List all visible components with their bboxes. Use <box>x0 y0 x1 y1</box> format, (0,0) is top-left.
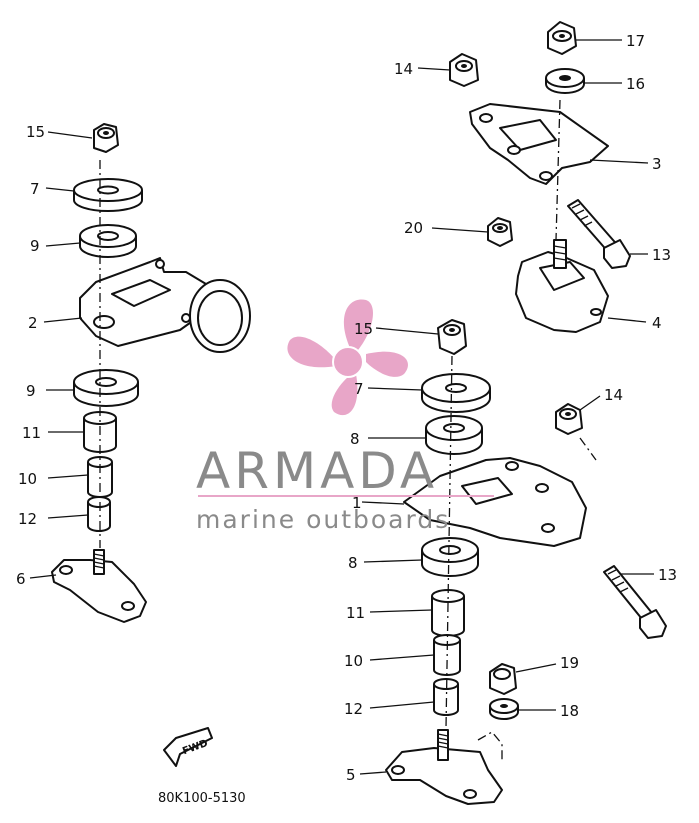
callout-15-left: 15 <box>26 123 45 141</box>
callout-17: 17 <box>626 32 645 50</box>
callout-8-upper: 8 <box>350 430 360 448</box>
callout-16: 16 <box>626 75 645 93</box>
callout-15-center: 15 <box>354 320 373 338</box>
fwd-arrow: FWD <box>163 727 213 767</box>
watermark-tagline: marine outboards <box>196 505 450 534</box>
callout-9-lower: 9 <box>26 382 36 400</box>
upper-right-mount-assembly <box>417 21 649 333</box>
part-nut-20 <box>487 217 513 247</box>
callout-14-upper: 14 <box>394 60 413 78</box>
callout-10-right: 10 <box>344 652 363 670</box>
part-code: 80K100-5130 <box>158 791 246 806</box>
part-plate-5 <box>385 729 503 805</box>
callout-6: 6 <box>16 570 26 588</box>
callout-14-lower: 14 <box>604 386 623 404</box>
callout-9-upper: 9 <box>30 237 40 255</box>
part-cushion-8-lower <box>421 537 479 577</box>
callout-13-lower: 13 <box>658 566 677 584</box>
lower-right-mount-assembly <box>359 319 667 805</box>
callout-1: 1 <box>352 494 362 512</box>
part-washer-16 <box>545 68 585 94</box>
callout-11-right: 11 <box>346 604 365 622</box>
callout-11-left: 11 <box>22 424 41 442</box>
part-nut-15-left <box>93 123 119 153</box>
part-washer-7-center <box>421 373 491 413</box>
part-bolt-13-lower <box>603 565 667 639</box>
armada-watermark: ARMADA marine outboards <box>196 299 494 534</box>
part-spacer-12-right <box>433 678 459 716</box>
callout-20: 20 <box>404 219 423 237</box>
callout-12-left: 12 <box>18 510 37 528</box>
part-bracket-2 <box>79 257 251 353</box>
part-nut-14-upper <box>449 53 479 87</box>
part-nut-15-center <box>437 319 467 355</box>
part-washer-7-left <box>73 178 143 212</box>
callout-10-left: 10 <box>18 470 37 488</box>
part-bolt-13-upper <box>567 199 631 269</box>
propeller-logo <box>287 299 408 416</box>
part-spacer-12-left <box>87 496 111 532</box>
callout-4: 4 <box>652 314 662 332</box>
part-cushion-9-upper-left <box>79 224 137 258</box>
part-nut-17 <box>547 21 577 55</box>
part-plate-6 <box>51 549 147 623</box>
watermark-brand: ARMADA <box>196 442 438 500</box>
callout-13-upper: 13 <box>652 246 671 264</box>
callout-2: 2 <box>28 314 38 332</box>
part-nut-19 <box>489 663 517 695</box>
callout-12-right: 12 <box>344 700 363 718</box>
callout-19: 19 <box>560 654 579 672</box>
part-cushion-8-upper <box>425 415 483 455</box>
part-bracket-3 <box>469 103 609 185</box>
callout-7-center: 7 <box>354 380 364 398</box>
callout-5: 5 <box>346 766 356 784</box>
part-spacer-10-right <box>433 634 461 676</box>
part-bracket-1 <box>403 457 587 547</box>
part-washer-18 <box>489 698 519 720</box>
callout-8-lower: 8 <box>348 554 358 572</box>
callout-3: 3 <box>652 155 662 173</box>
left-mount-assembly <box>29 123 251 623</box>
callout-18: 18 <box>560 702 579 720</box>
part-cushion-9-lower-left <box>73 369 139 407</box>
part-mount-4 <box>515 239 609 333</box>
callout-7-left: 7 <box>30 180 40 198</box>
part-nut-14-lower <box>555 403 583 435</box>
